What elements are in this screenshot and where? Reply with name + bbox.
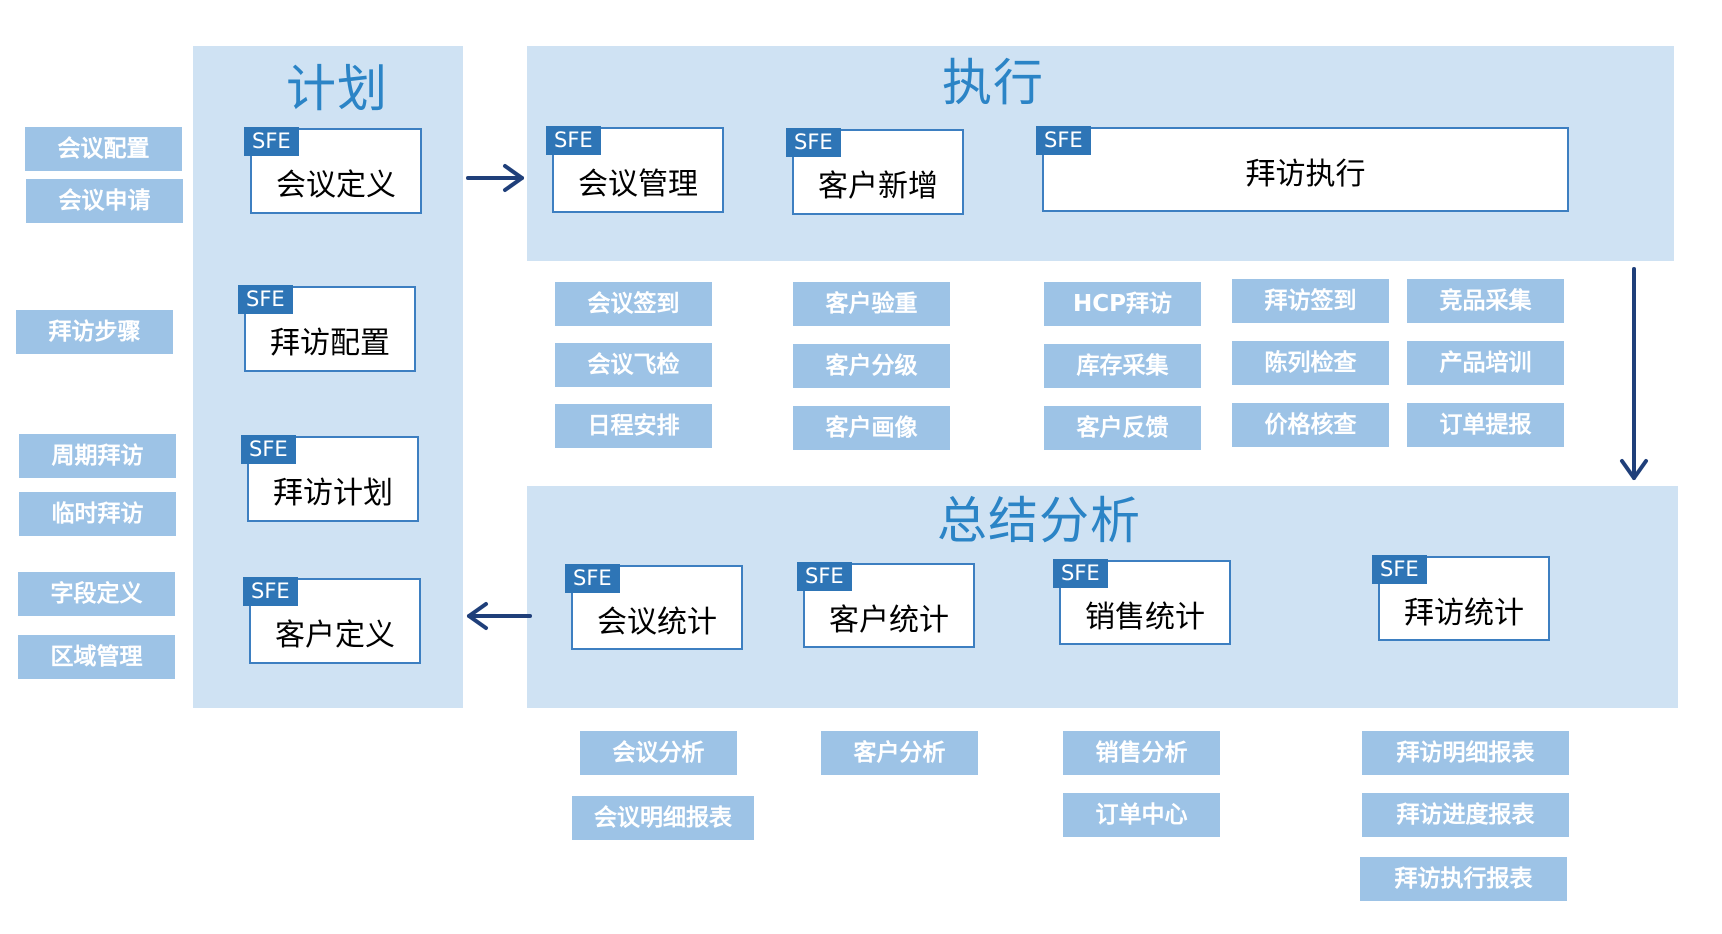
execute-item: 库存采集 (1044, 344, 1201, 388)
summary-item: 订单中心 (1063, 793, 1220, 837)
card-label: 销售统计 (1085, 600, 1205, 635)
execute-item: 客户验重 (793, 282, 950, 326)
card-visit-execution: SFE 拜访执行 (1036, 126, 1569, 212)
sfe-tag: SFE (1036, 126, 1091, 155)
execute-item: 客户反馈 (1044, 406, 1201, 450)
sfe-tag: SFE (797, 562, 852, 591)
card-label: 拜访统计 (1404, 596, 1524, 631)
summary-item: 会议明细报表 (572, 796, 754, 840)
sfe-tag: SFE (241, 435, 296, 464)
card-label: 会议管理 (578, 167, 698, 202)
side-item: 字段定义 (18, 572, 175, 616)
side-item: 会议配置 (25, 127, 182, 171)
card-label: 会议统计 (597, 605, 717, 640)
sfe-tag: SFE (546, 126, 601, 155)
side-item: 周期拜访 (19, 434, 176, 478)
execute-item: 产品培训 (1407, 341, 1564, 385)
card-label: 客户定义 (275, 618, 395, 653)
summary-title: 总结分析 (937, 492, 1141, 550)
execute-item: 价格核查 (1232, 403, 1389, 447)
sfe-tag: SFE (243, 577, 298, 606)
card-meeting-management: SFE 会议管理 (546, 126, 724, 213)
side-item: 临时拜访 (19, 492, 176, 536)
summary-item: 销售分析 (1063, 731, 1220, 775)
execute-item: 竞品采集 (1407, 279, 1564, 323)
execute-item: 日程安排 (555, 404, 712, 448)
sfe-tag: SFE (1372, 555, 1427, 584)
sfe-tag: SFE (1053, 559, 1108, 588)
card-customer-definition: SFE 客户定义 (243, 577, 421, 664)
plan-title: 计划 (286, 60, 388, 118)
card-label: 客户新增 (818, 169, 938, 204)
summary-item: 拜访进度报表 (1362, 793, 1569, 837)
card-visit-statistics: SFE 拜访统计 (1372, 555, 1550, 641)
side-item: 拜访步骤 (16, 310, 173, 354)
execute-item: 会议飞检 (555, 343, 712, 387)
side-item: 区域管理 (18, 635, 175, 679)
execute-item: 会议签到 (555, 282, 712, 326)
card-label: 拜访配置 (270, 326, 390, 361)
sfe-tag: SFE (238, 285, 293, 314)
summary-item: 拜访明细报表 (1362, 731, 1569, 775)
execute-item: 客户画像 (793, 406, 950, 450)
execute-item: 陈列检查 (1232, 341, 1389, 385)
execute-title: 执行 (942, 54, 1044, 112)
card-customer-new: SFE 客户新增 (786, 128, 964, 215)
card-visit-plan: SFE 拜访计划 (241, 435, 419, 522)
execute-item: 客户分级 (793, 344, 950, 388)
sfe-tag: SFE (244, 127, 299, 156)
execute-item: 订单提报 (1407, 403, 1564, 447)
card-label: 拜访执行 (1245, 157, 1366, 192)
summary-item: 客户分析 (821, 731, 978, 775)
summary-item: 拜访执行报表 (1360, 857, 1567, 901)
execute-item: HCP拜访 (1044, 282, 1201, 326)
arrow-execute-to-summary (1620, 267, 1648, 480)
arrow-summary-to-plan (467, 602, 532, 630)
card-sales-statistics: SFE 销售统计 (1053, 559, 1231, 645)
execute-item: 拜访签到 (1232, 279, 1389, 323)
card-meeting-definition: SFE 会议定义 (244, 127, 422, 214)
card-label: 拜访计划 (273, 476, 393, 511)
card-visit-config: SFE 拜访配置 (238, 285, 416, 372)
card-label: 会议定义 (276, 168, 396, 203)
card-label: 客户统计 (829, 603, 949, 638)
card-customer-statistics: SFE 客户统计 (797, 562, 975, 648)
sfe-tag: SFE (786, 128, 841, 157)
arrow-plan-to-execute (466, 164, 524, 192)
side-item: 会议申请 (26, 179, 183, 223)
card-meeting-statistics: SFE 会议统计 (565, 564, 743, 650)
sfe-tag: SFE (565, 564, 620, 593)
summary-item: 会议分析 (580, 731, 737, 775)
